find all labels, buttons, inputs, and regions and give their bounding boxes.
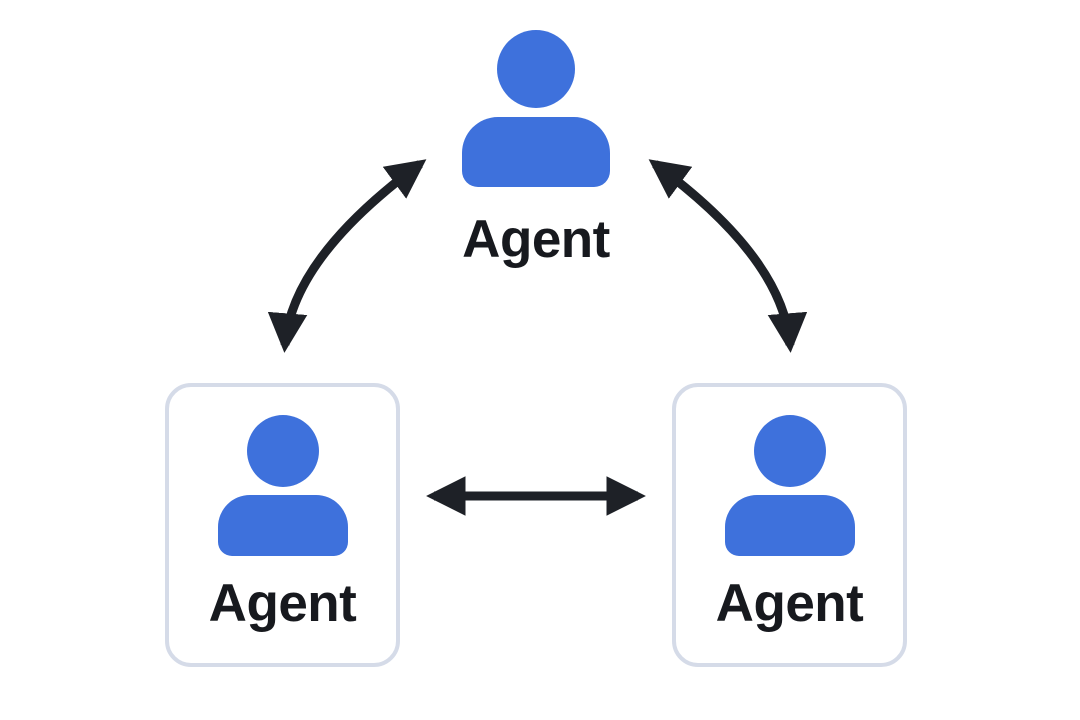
person-icon-torso (724, 495, 855, 556)
agent-node-right: Agent (672, 383, 907, 667)
person-icon-head (497, 30, 575, 108)
person-icon-torso (217, 495, 348, 556)
agent-label: Agent (715, 574, 864, 633)
edge-top-right-arrow (648, 159, 808, 353)
person-icon (462, 30, 610, 187)
edge-top-left-arrow (267, 159, 427, 353)
person-icon (217, 415, 348, 556)
person-icon-head (753, 415, 826, 487)
person-icon-head (246, 415, 319, 487)
person-icon (724, 415, 855, 556)
person-icon-torso (462, 117, 610, 187)
agent-label: Agent (462, 210, 610, 269)
agent-node-top: Agent (426, 30, 646, 266)
agent-label: Agent (208, 574, 357, 633)
agent-node-left: Agent (165, 383, 400, 667)
